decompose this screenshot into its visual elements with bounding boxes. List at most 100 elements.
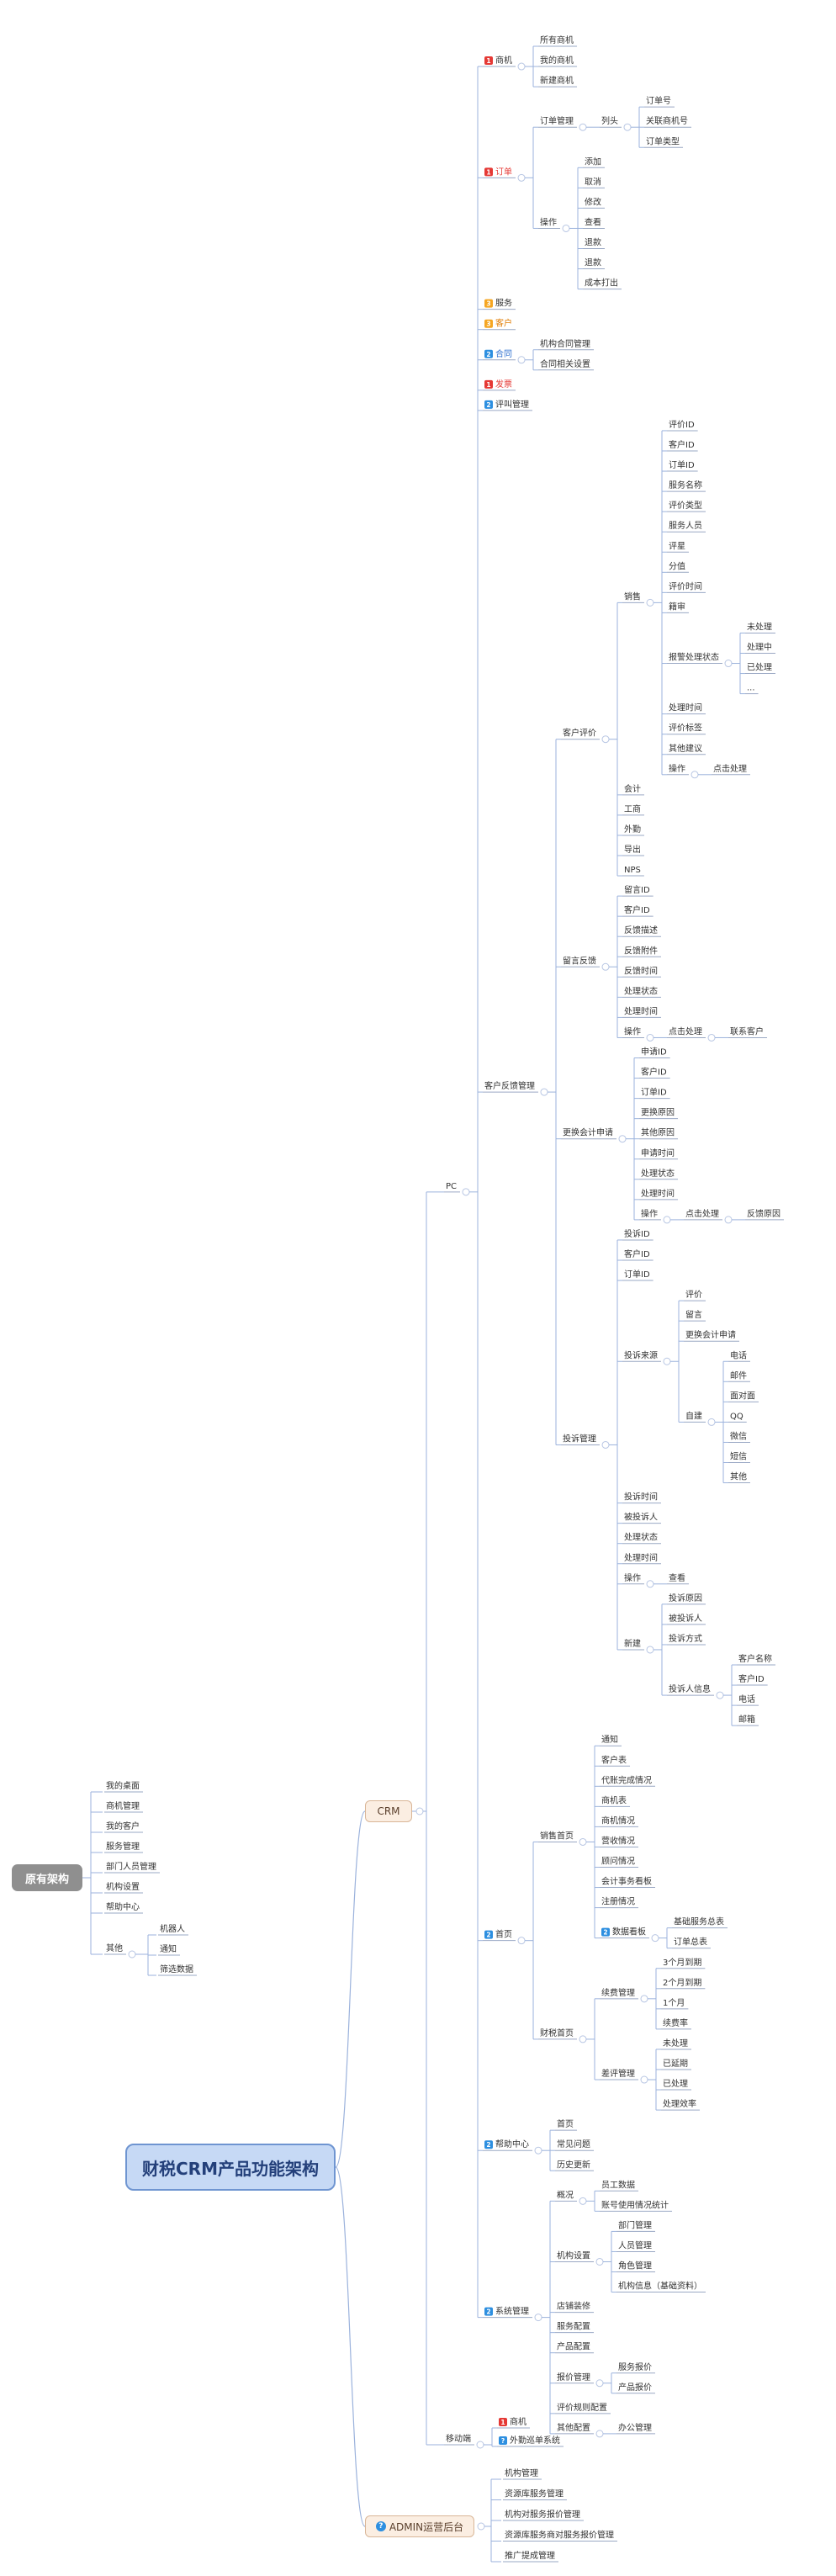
node-item-82[interactable]: 评价: [684, 1290, 706, 1301]
node-item-90[interactable]: 微信: [728, 1430, 751, 1443]
node-item-6[interactable]: 订单管理: [538, 115, 578, 128]
node-id[interactable]: 订单ID: [667, 460, 698, 472]
node-item-112[interactable]: 代账完成情况: [600, 1774, 656, 1787]
node-item-169[interactable]: 帮助中心: [104, 1901, 143, 1914]
node-item-146[interactable]: 店铺装修: [555, 2301, 595, 2314]
node-item-120[interactable]: 基础服务总表: [672, 1916, 728, 1929]
node-item-72[interactable]: 处理状态: [639, 1168, 679, 1180]
collapse-toggle-icon[interactable]: [595, 2257, 604, 2266]
node-item-23[interactable]: 合同相关设置: [538, 358, 595, 371]
node-item-104[interactable]: 客户名称: [737, 1653, 776, 1666]
node-item-40[interactable]: 未处理: [745, 622, 776, 633]
node-item-118[interactable]: 注册情况: [600, 1896, 639, 1909]
node-item-60[interactable]: 处理状态: [622, 985, 662, 998]
node-id[interactable]: 订单ID: [639, 1088, 670, 1100]
node-id[interactable]: 客户ID: [737, 1673, 768, 1686]
collapse-toggle-icon[interactable]: [595, 2379, 604, 2388]
node-item-59[interactable]: 反馈时间: [622, 965, 662, 978]
collapse-toggle-icon[interactable]: [707, 1033, 716, 1042]
node-item-127[interactable]: 续费率: [661, 2017, 692, 2030]
node-item-92[interactable]: 其他: [728, 1471, 751, 1484]
node-item-142[interactable]: 部门管理: [616, 2219, 656, 2232]
node-item-88[interactable]: 面对面: [728, 1390, 759, 1402]
node-item-130[interactable]: 已延期: [661, 2059, 692, 2070]
node-item-9[interactable]: 关联商机号: [644, 115, 692, 128]
node-item-57[interactable]: 反馈描述: [622, 925, 662, 937]
collapse-toggle-icon[interactable]: [534, 2146, 542, 2155]
collapse-toggle-icon[interactable]: [618, 1135, 627, 1143]
node-item-96[interactable]: 处理时间: [622, 1552, 662, 1565]
node-item-33[interactable]: 评价类型: [667, 500, 706, 512]
node-item-161[interactable]: 资源库服务商对服务报价管理: [503, 2530, 617, 2542]
node-qq[interactable]: QQ: [728, 1412, 747, 1423]
node-item-131[interactable]: 已处理: [661, 2079, 692, 2091]
node-item-132[interactable]: 处理效率: [661, 2098, 701, 2111]
node-item-138[interactable]: 概况: [555, 2189, 578, 2202]
node-item-38[interactable]: 籍审: [667, 601, 690, 613]
node-item-97[interactable]: 操作: [622, 1572, 645, 1585]
node-item-76[interactable]: 反馈原因: [745, 1208, 785, 1221]
node-item-163[interactable]: 我的桌面: [104, 1780, 143, 1793]
node-id[interactable]: 客户ID: [639, 1067, 670, 1079]
node-item-158[interactable]: 机构管理: [503, 2467, 542, 2480]
node-item-101[interactable]: 被投诉人: [667, 1613, 706, 1625]
node-nps[interactable]: NPS: [622, 866, 644, 877]
node-item-81[interactable]: 投诉来源: [622, 1349, 662, 1362]
node-item-168[interactable]: 机构设置: [104, 1881, 143, 1894]
node-item-110[interactable]: 通知: [600, 1734, 622, 1746]
node-item-36[interactable]: 分值: [667, 560, 690, 573]
node-item-64[interactable]: 联系客户: [728, 1026, 768, 1038]
collapse-toggle-icon[interactable]: [476, 2441, 484, 2449]
node-item-74[interactable]: 操作: [639, 1208, 662, 1221]
node-item-2[interactable]: 所有商机: [538, 34, 578, 47]
node-item-148[interactable]: 产品配置: [555, 2341, 595, 2354]
crm-node[interactable]: CRM: [365, 1800, 412, 1822]
node-item-155[interactable]: 移动端: [444, 2433, 474, 2446]
collapse-toggle-icon[interactable]: [601, 962, 610, 971]
collapse-toggle-icon[interactable]: [415, 1807, 424, 1815]
node-2[interactable]: 2个月到期: [661, 1978, 706, 1990]
node-item-121[interactable]: 订单总表: [672, 1937, 712, 1949]
collapse-toggle-icon[interactable]: [707, 1418, 716, 1426]
node-item-41[interactable]: 处理中: [745, 642, 776, 654]
node-id[interactable]: 客户ID: [622, 904, 653, 917]
node-item-15[interactable]: 查看: [583, 216, 606, 229]
collapse-toggle-icon[interactable]: [623, 123, 632, 131]
node-item-54[interactable]: 留言反馈: [561, 955, 601, 967]
collapse-toggle-icon[interactable]: [601, 735, 610, 744]
collapse-toggle-icon[interactable]: [517, 1937, 526, 1945]
node-id[interactable]: 投诉ID: [622, 1228, 653, 1241]
node-item-150[interactable]: 服务报价: [616, 2361, 656, 2374]
node-item-122[interactable]: 财税首页: [538, 2027, 578, 2040]
node-item-151[interactable]: 产品报价: [616, 2382, 656, 2394]
collapse-toggle-icon[interactable]: [579, 123, 587, 131]
node-item-22[interactable]: 机构合同管理: [538, 338, 595, 351]
collapse-toggle-icon[interactable]: [724, 660, 733, 668]
node-id[interactable]: 订单ID: [622, 1269, 653, 1281]
node-item-83[interactable]: 留言: [684, 1309, 706, 1322]
node-item-116[interactable]: 顾问情况: [600, 1856, 639, 1868]
node-item-34[interactable]: 服务人员: [667, 520, 706, 533]
node-item-165[interactable]: 我的客户: [104, 1821, 143, 1833]
node-item-86[interactable]: 电话: [728, 1349, 751, 1362]
node-item-134[interactable]: 首页: [555, 2118, 578, 2131]
old-architecture-node[interactable]: 原有架构: [12, 1864, 82, 1891]
node-item-114[interactable]: 商机情况: [600, 1815, 639, 1827]
node-item-106[interactable]: 电话: [737, 1693, 759, 1706]
node-item-47[interactable]: 操作: [667, 763, 690, 776]
collapse-toggle-icon[interactable]: [663, 1357, 671, 1365]
node-item-167[interactable]: 部门人员管理: [104, 1861, 160, 1874]
node-item-160[interactable]: 机构对服务报价管理: [503, 2509, 584, 2521]
collapse-toggle-icon[interactable]: [595, 2430, 604, 2438]
node-item-87[interactable]: 邮件: [728, 1370, 751, 1382]
node-item-70[interactable]: 其他原因: [639, 1127, 679, 1140]
